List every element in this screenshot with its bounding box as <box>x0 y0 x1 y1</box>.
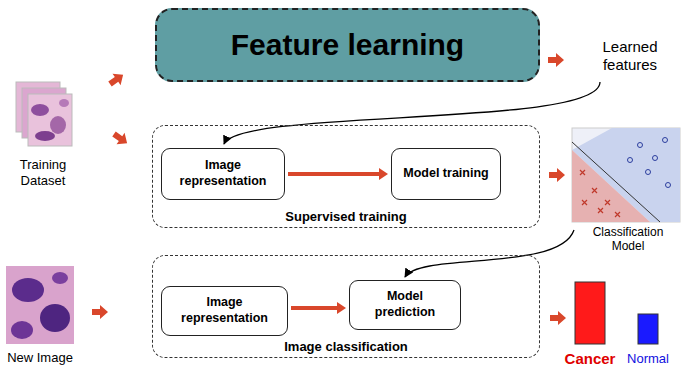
group-title: Image classification <box>153 339 539 354</box>
block-arrow <box>550 311 566 325</box>
tissue-blob <box>52 272 68 284</box>
feature-curve <box>224 82 600 144</box>
connector-line <box>291 306 338 310</box>
o-mark <box>628 158 633 163</box>
x-marks <box>580 170 620 217</box>
model-caption: Classification Model <box>578 225 678 254</box>
o-mark <box>663 138 668 143</box>
arrow-head <box>379 168 388 180</box>
block-arrow <box>106 69 127 90</box>
image-classification-group: Image classification Image representation… <box>152 255 540 358</box>
o-mark <box>638 143 643 148</box>
plot-ground <box>572 128 680 222</box>
tissue-blob <box>35 131 55 141</box>
normal-points <box>628 138 671 188</box>
block-arrow <box>548 53 564 67</box>
normal-bar <box>638 314 658 344</box>
dataset-caption: Training Dataset <box>5 157 81 188</box>
tissue-image <box>6 266 74 344</box>
supervised-training-group: Supervised training Image representation M… <box>152 125 540 228</box>
process-box: Model prediction <box>349 280 461 330</box>
training-images <box>16 82 72 146</box>
flow-connector <box>288 168 388 180</box>
new-image <box>6 266 74 344</box>
cancer-points <box>580 170 620 217</box>
tissue-blob <box>12 278 44 302</box>
tissue-blob <box>40 304 70 332</box>
class-label: Normal <box>618 351 678 367</box>
normal-region <box>572 128 680 222</box>
process-box: Model training <box>391 148 501 200</box>
features-caption: Learned features <box>580 38 680 74</box>
image-caption: New Image <box>0 350 80 366</box>
tissue-blob <box>50 116 66 134</box>
box-label: Image representation <box>168 295 281 326</box>
tissue-blob <box>11 321 33 339</box>
flow-connector <box>291 302 346 314</box>
classification-plot <box>572 128 680 222</box>
cancer-region <box>572 150 650 222</box>
group-title: Supervised training <box>153 209 539 224</box>
tissue-blob <box>31 104 49 116</box>
box-label: Model prediction <box>356 289 454 320</box>
block-arrow <box>110 128 131 149</box>
block-arrow <box>92 305 108 319</box>
o-mark <box>666 183 671 188</box>
o-mark <box>646 170 651 175</box>
arrow-head <box>337 302 346 314</box>
model-curve <box>405 230 574 277</box>
process-box: Image representation <box>161 286 288 336</box>
class-label: Cancer <box>555 350 625 368</box>
process-box: Image representation <box>161 148 285 200</box>
decision-line <box>572 142 660 222</box>
cancer-bar <box>575 282 605 344</box>
box-label: Model training <box>403 166 488 182</box>
feature-learning-box: Feature learning <box>155 8 540 82</box>
tissue-blob <box>59 99 69 107</box>
block-arrow <box>549 168 565 182</box>
connector-line <box>288 172 380 176</box>
tissue-image <box>28 94 72 146</box>
box-label: Image representation <box>168 158 278 189</box>
box-label: Feature learning <box>231 28 464 62</box>
flow-arrows <box>92 53 566 325</box>
o-mark <box>653 156 658 161</box>
